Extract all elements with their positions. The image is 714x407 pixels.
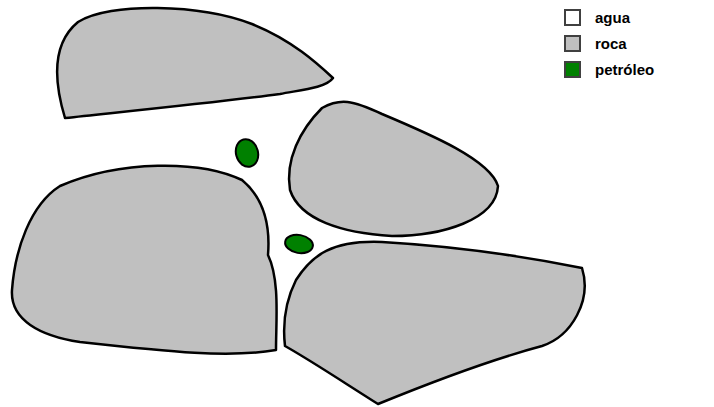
oil-droplet xyxy=(233,137,261,170)
oil-droplet xyxy=(284,233,315,256)
rock-grain xyxy=(57,8,333,118)
legend-swatch xyxy=(564,9,581,26)
legend-text: petróleo xyxy=(595,61,654,78)
legend: agua roca petróleo xyxy=(564,4,654,82)
legend-swatch xyxy=(564,61,581,78)
legend-row: agua xyxy=(564,4,654,30)
rock-grain xyxy=(289,102,498,236)
legend-row: roca xyxy=(564,30,654,56)
rock-grain xyxy=(284,242,585,404)
legend-text: roca xyxy=(595,35,627,52)
legend-text: agua xyxy=(595,9,630,26)
rock-grain xyxy=(12,166,277,354)
legend-swatch xyxy=(564,35,581,52)
legend-row: petróleo xyxy=(564,56,654,82)
